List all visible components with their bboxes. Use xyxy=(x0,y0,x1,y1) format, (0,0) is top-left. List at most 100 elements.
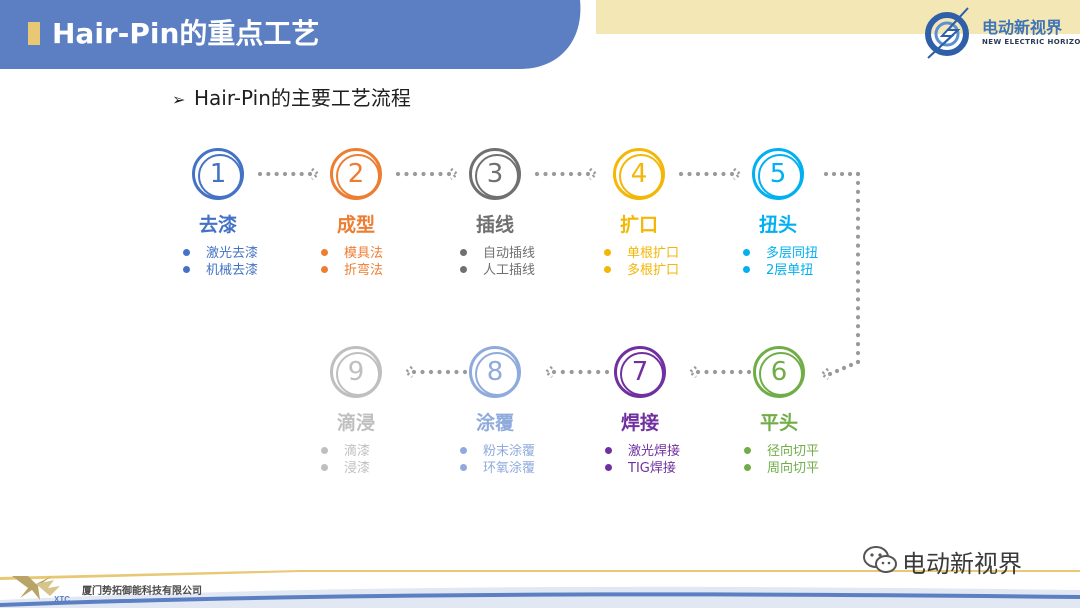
company-name: 厦门势拓御能科技有限公司 xyxy=(82,586,202,597)
connector-dot xyxy=(855,171,861,177)
wechat-icon xyxy=(863,546,897,573)
connector-dot xyxy=(841,365,847,371)
connector-dot xyxy=(827,371,833,377)
connector-dot xyxy=(855,306,861,311)
connector-dot xyxy=(395,171,401,177)
connector-dot xyxy=(534,171,540,177)
bullet-dot-icon xyxy=(605,447,612,454)
step-name: 焊接 xyxy=(620,412,659,434)
connector-dot xyxy=(421,171,426,177)
step-number: 2 xyxy=(347,159,365,189)
bullet-dot-icon xyxy=(183,249,190,256)
connector-dot xyxy=(855,359,861,365)
connector-dot xyxy=(604,369,610,375)
connector-dot xyxy=(712,369,718,375)
footer-line-right xyxy=(300,570,1080,572)
connector-dot xyxy=(445,369,451,375)
step-methods: 径向切平周向切平 xyxy=(744,443,819,477)
bullet-dot-icon xyxy=(183,266,190,273)
bullet-dot-icon xyxy=(744,447,751,454)
step-method-item: 径向切平 xyxy=(744,443,819,460)
step-method-label: 自动插线 xyxy=(483,246,536,261)
footer-blue-wave xyxy=(0,586,1080,608)
connector-dot xyxy=(704,171,709,177)
bullet-dot-icon xyxy=(321,447,328,454)
connector-dot xyxy=(596,369,601,375)
connector-dot xyxy=(855,288,861,293)
step-methods: 自动插线人工插线 xyxy=(460,245,535,279)
connector-dot xyxy=(438,171,443,177)
connector-dot xyxy=(855,225,861,230)
step-methods: 粉末涂覆环氧涂覆 xyxy=(460,443,535,477)
connector-dot xyxy=(578,369,583,375)
step-methods: 单根扩口多根扩口 xyxy=(604,245,679,279)
connector-dot xyxy=(577,171,582,177)
footer-blue-line xyxy=(0,592,1080,607)
connector-dot xyxy=(834,368,840,374)
step-method-item: 滴漆 xyxy=(321,443,370,460)
bullet-dot-icon xyxy=(460,249,467,256)
connector-dot xyxy=(855,252,861,257)
bullet-dot-icon xyxy=(321,464,328,471)
connector-dot xyxy=(848,362,854,368)
step-method-label: 人工插线 xyxy=(483,263,536,278)
connector-dot xyxy=(855,207,861,212)
connector-dot xyxy=(729,171,735,177)
step-number: 8 xyxy=(486,357,504,387)
step-methods: 模具法折弯法 xyxy=(321,245,383,279)
connector-dot xyxy=(274,171,279,177)
connector-dot xyxy=(560,171,565,177)
step-method-item: 人工插线 xyxy=(460,262,535,279)
connector-dot xyxy=(568,171,574,177)
page-title: Hair-Pin的重点工艺 xyxy=(52,17,320,50)
connector-dot xyxy=(291,171,296,177)
connector-dot xyxy=(257,171,263,177)
connector-dot xyxy=(551,171,557,177)
step-name: 去漆 xyxy=(198,214,237,236)
section-subtitle: ➢Hair-Pin的主要工艺流程 xyxy=(172,82,411,111)
step-name: 涂覆 xyxy=(475,412,514,434)
connector-dot xyxy=(543,171,548,177)
step-method-label: 多层同扭 xyxy=(766,246,819,261)
step-method-item: 机械去漆 xyxy=(183,262,258,279)
step-methods: 激光去漆机械去漆 xyxy=(183,245,258,279)
step-method-label: 2层单扭 xyxy=(766,263,814,278)
step-method-item: 环氧涂覆 xyxy=(460,460,535,477)
connector-dot xyxy=(738,369,743,375)
step-method-label: 模具法 xyxy=(344,246,384,261)
process-step-1: 1 去漆激光去漆机械去漆 xyxy=(148,148,288,298)
connector-dot xyxy=(307,171,313,177)
connector-dot xyxy=(855,350,861,356)
step-number: 3 xyxy=(486,159,504,189)
connector-dot xyxy=(721,369,726,375)
step-method-label: 折弯法 xyxy=(344,263,384,278)
bullet-dot-icon xyxy=(321,249,328,256)
step-number-circle: 1 xyxy=(192,148,244,200)
step-name: 扩口 xyxy=(619,214,658,236)
connector-dot xyxy=(847,171,853,177)
connector-dot xyxy=(462,369,468,375)
subtitle-text: Hair-Pin的主要工艺流程 xyxy=(194,86,411,110)
connector-dot xyxy=(855,234,861,239)
step-method-item: 粉末涂覆 xyxy=(460,443,535,460)
connector-dot xyxy=(695,171,701,177)
step-number: 1 xyxy=(209,159,227,189)
step-method-label: 粉末涂覆 xyxy=(483,444,536,459)
connector-dot xyxy=(712,171,718,177)
bullet-dot-icon xyxy=(460,447,467,454)
step-number-circle: 7 xyxy=(614,346,666,398)
step-name: 平头 xyxy=(759,412,798,434)
step-method-label: 单根扩口 xyxy=(627,246,680,261)
connector-dot xyxy=(678,171,684,177)
step-methods: 多层同扭 2层单扭 xyxy=(743,245,818,279)
bullet-dot-icon xyxy=(605,464,612,471)
connector-dot xyxy=(411,369,417,375)
bullet-dot-icon xyxy=(460,464,467,471)
connector-dot xyxy=(282,171,288,177)
step-number-circle: 3 xyxy=(469,148,521,200)
step-method-label: 环氧涂覆 xyxy=(483,461,536,476)
